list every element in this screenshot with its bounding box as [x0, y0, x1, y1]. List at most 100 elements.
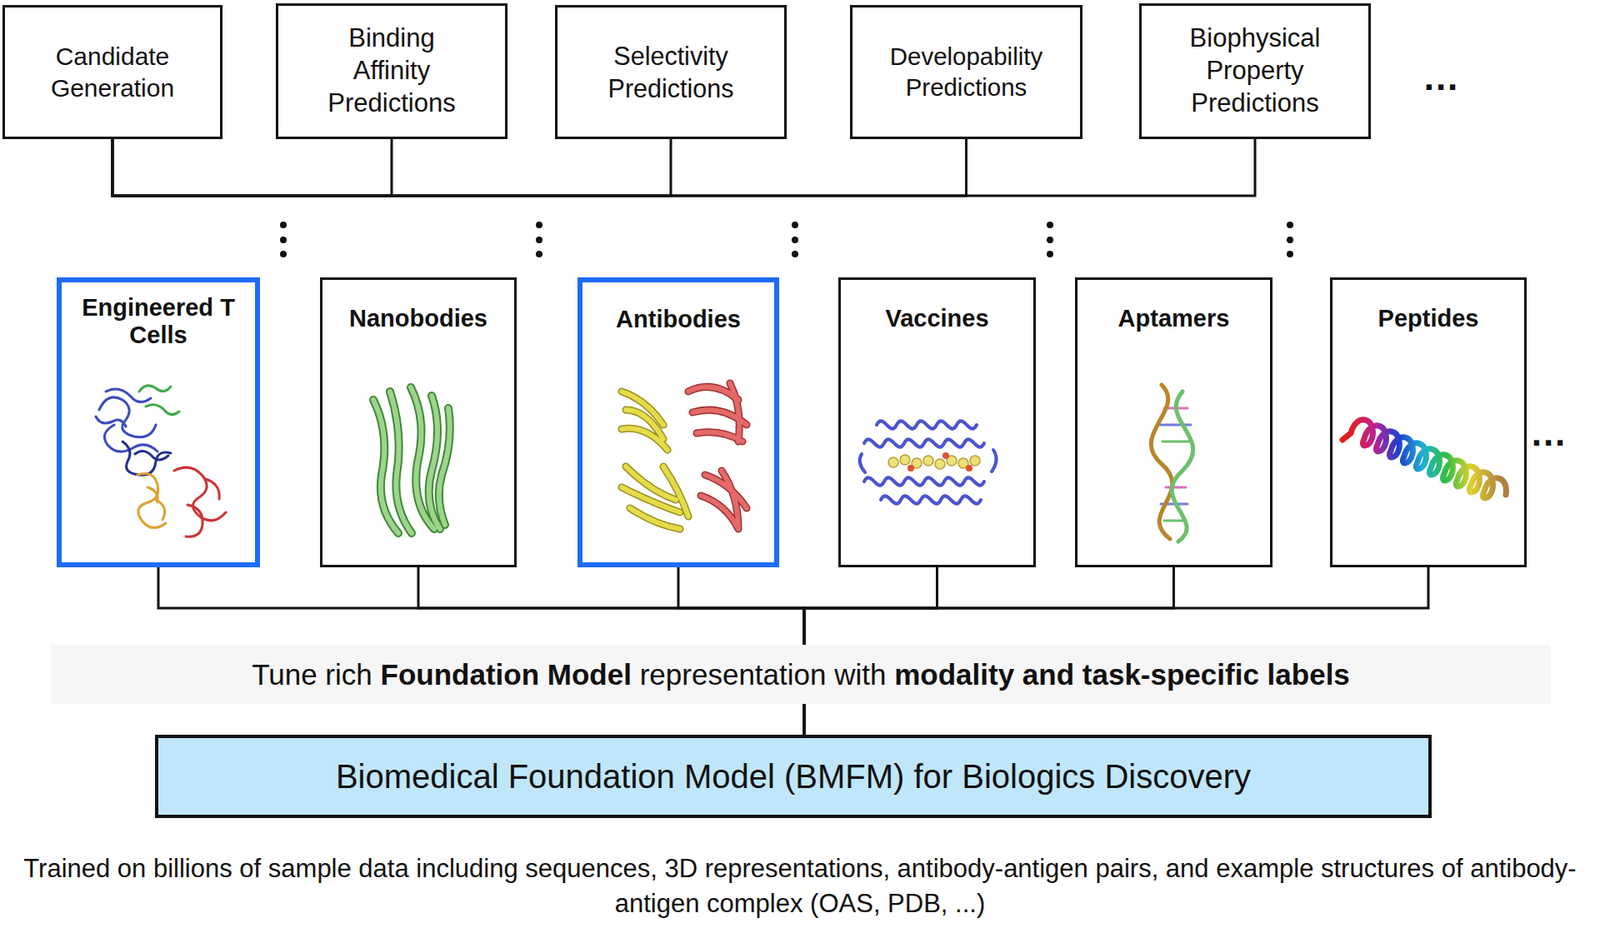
connector-line — [112, 139, 967, 196]
vertical-dots-part — [1046, 236, 1054, 244]
vertical-dots-part — [1286, 236, 1294, 244]
connector-line — [112, 139, 392, 196]
box-label: Binding Affinity Predictions — [308, 22, 475, 120]
tcell-protein-part — [122, 441, 171, 475]
vaccine-protein-part-part — [965, 465, 973, 472]
modality-box: Peptides — [1330, 277, 1527, 568]
tcell-protein-part-part — [145, 405, 180, 415]
vaccine-protein-part-part — [864, 477, 985, 485]
antibody-protein-part-part — [621, 391, 668, 450]
vaccine-protein-part-part — [942, 452, 950, 460]
band-text: Foundation Model — [380, 657, 632, 693]
modality-box: Nanobodies — [320, 277, 517, 568]
vertical-dots-part — [280, 250, 287, 258]
tuning-band: Tune richFoundation Modelrepresentation … — [50, 645, 1551, 705]
tcell-protein-part — [174, 467, 226, 537]
nanobody-protein-part — [373, 387, 450, 534]
aptamer-molecule-part-part — [1164, 520, 1185, 523]
modality-heading: Peptides — [1378, 305, 1480, 333]
tcell-protein-part-part — [139, 385, 171, 392]
aptamer-molecule-part-part — [1159, 424, 1191, 427]
tcell-protein-part — [95, 389, 158, 452]
peptide-helix-part — [1342, 420, 1506, 499]
band-text: Tune rich — [251, 657, 373, 693]
ellipsis-mark: ... — [1424, 59, 1460, 96]
vertical-dots-part — [1046, 250, 1054, 258]
connector-line — [112, 139, 671, 196]
tcell-protein-part-part — [105, 389, 151, 402]
antibody-protein — [621, 383, 747, 530]
tcell-protein-part-part — [122, 441, 171, 475]
modality-heading: Engineered T Cells — [75, 294, 242, 350]
vertical-dots-part — [791, 250, 799, 258]
tcell-protein-part-part — [137, 474, 166, 529]
box-label: Biophysical Property Predictions — [1155, 22, 1355, 120]
band-text: modality and task-specific labels — [894, 657, 1350, 693]
band-text: representation with — [640, 657, 887, 693]
box-label: Biomedical Foundation Model (BMFM) for B… — [335, 756, 1251, 797]
vaccine-protein-part-part — [900, 455, 910, 465]
modality-box: Antibodies — [577, 277, 780, 568]
tcell-protein-part-part — [185, 505, 203, 537]
tcell-protein-part-part — [205, 479, 220, 500]
vertical-dots-part — [535, 250, 543, 258]
vaccine-protein-part-part — [923, 455, 934, 466]
tcell-protein-part-part — [147, 487, 158, 503]
antibody-protein-part-part — [621, 466, 689, 530]
antibody-protein-part-part — [700, 470, 747, 530]
box-label: Developability Predictions — [858, 41, 1075, 104]
vaccine-protein-part-part — [888, 457, 899, 468]
vertical-dots-part — [1286, 221, 1294, 229]
modality-box: Engineered T Cells — [56, 277, 260, 568]
task-box: Biophysical Property Predictions — [1139, 3, 1371, 140]
vaccine-protein-part — [860, 420, 997, 504]
antibody-protein-part-part — [688, 383, 747, 442]
aptamer-molecule-part — [1150, 385, 1173, 540]
vertical-dots-part — [1286, 250, 1294, 258]
vaccine-protein-part-part — [935, 459, 945, 470]
vaccine-protein-part-part — [864, 439, 985, 447]
vaccine-protein-part-part — [880, 495, 981, 504]
modality-heading: Vaccines — [885, 305, 989, 333]
task-box: Candidate Generation — [2, 5, 223, 140]
aptamer-molecule-part-part — [1162, 440, 1190, 444]
vertical-dots-part — [791, 236, 799, 244]
nanobody-protein-part — [373, 387, 450, 534]
box-label: Candidate Generation — [12, 40, 213, 104]
antibody-protein-part — [688, 383, 747, 530]
antibody-protein-part-part — [700, 470, 747, 530]
nanobody-protein-part-part — [439, 408, 450, 525]
peptide-helix — [1342, 420, 1506, 499]
modality-box: Aptamers — [1075, 277, 1273, 568]
aptamer-molecule-part — [1171, 391, 1193, 542]
caption: Trained on billions of sample data inclu… — [16, 851, 1584, 922]
tcell-protein-part-part — [135, 450, 169, 460]
aptamer-molecule — [1150, 385, 1193, 542]
modality-box: Vaccines — [838, 277, 1036, 568]
vertical-dots-part — [280, 221, 287, 229]
vaccine-protein-part-part — [876, 420, 977, 429]
task-box: Selectivity Predictions — [555, 5, 787, 140]
modality-heading: Aptamers — [1118, 305, 1230, 333]
antibody-protein-part — [621, 391, 689, 530]
vertical-dots-part — [1046, 221, 1054, 229]
tcell-protein — [95, 385, 226, 537]
foundation-model-box: Biomedical Foundation Model (BMFM) for B… — [155, 735, 1432, 819]
vertical-dots-part — [280, 236, 287, 244]
task-box: Binding Affinity Predictions — [275, 3, 508, 140]
antibody-protein-part-part — [621, 391, 668, 450]
nanobody-protein-part-part — [390, 391, 412, 534]
nanobody-protein — [373, 387, 450, 534]
antibody-protein-part-part — [688, 383, 747, 442]
connector-line — [112, 139, 1255, 196]
tcell-protein-part — [139, 385, 180, 415]
vertical-dots-part — [791, 221, 799, 229]
antibody-protein-part — [621, 391, 689, 530]
aptamer-molecule-part-part — [1165, 486, 1186, 490]
vaccine-protein-part-part — [970, 455, 980, 466]
modality-heading: Nanobodies — [349, 305, 488, 333]
tcell-protein-part-part — [95, 416, 126, 427]
antibody-protein-part-part — [621, 466, 689, 530]
vaccine-protein-part — [907, 452, 973, 472]
